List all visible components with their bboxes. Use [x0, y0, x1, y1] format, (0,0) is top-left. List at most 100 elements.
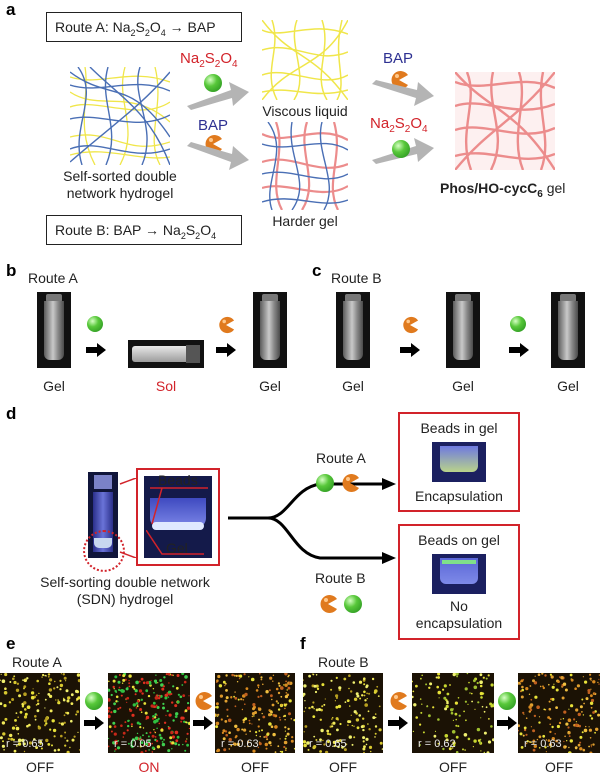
fluorescent-speck: [274, 725, 278, 729]
fluorescent-speck: [418, 744, 421, 746]
fluorescent-speck: [324, 698, 326, 700]
fluorescent-speck: [22, 742, 26, 746]
fluorescent-speck: [17, 733, 20, 735]
fluorescent-speck: [595, 727, 599, 731]
fluorescent-speck: [523, 726, 527, 730]
fluorescent-speck: [66, 699, 70, 703]
fluorescent-speck: [331, 718, 333, 720]
harder-gel-label: Harder gel: [272, 213, 338, 229]
fluorescent-speck: [177, 743, 180, 746]
fluorescent-speck: [550, 746, 552, 748]
fluorescent-speck: [76, 710, 80, 714]
fluorescent-speck: [337, 704, 342, 709]
fluorescent-speck: [315, 739, 318, 741]
fluorescent-speck: [490, 725, 493, 728]
fluorescent-speck: [537, 673, 541, 676]
fluorescent-speck: [303, 740, 307, 744]
fluorescent-speck: [594, 710, 597, 713]
fluorescent-speck: [315, 684, 319, 688]
fluorescent-speck: [139, 726, 142, 729]
fluorescent-speck: [458, 714, 461, 717]
fluorescent-speck: [286, 689, 288, 691]
fluorescent-speck: [577, 743, 581, 747]
fluorescent-speck: [563, 710, 567, 714]
fluorescent-speck: [53, 735, 56, 738]
fluorescent-speck: [122, 736, 125, 738]
fluorescent-speck: [43, 719, 48, 723]
fluorescent-speck: [139, 745, 142, 748]
fluorescent-speck: [134, 736, 139, 741]
fluorescent-speck: [532, 748, 536, 752]
fluorescent-speck: [480, 750, 482, 752]
fluorescent-speck: [184, 749, 187, 752]
fluorescent-speck: [160, 683, 164, 687]
fluorescent-speck: [518, 729, 519, 732]
gel-pointer: [146, 530, 204, 555]
fluorescent-speck: [554, 733, 556, 735]
fluorescent-speck: [588, 745, 590, 748]
fluorescent-speck: [117, 707, 120, 710]
fluorescent-speck: [590, 698, 595, 703]
fluorescent-speck: [270, 710, 273, 714]
fluorescent-speck: [127, 686, 129, 689]
fluorescent-speck: [363, 683, 366, 686]
fluorescent-speck: [368, 692, 371, 695]
fluorescent-speck: [471, 700, 473, 703]
fluorescent-speck: [148, 749, 150, 751]
fluorescent-speck: [159, 679, 163, 682]
fluorescent-speck: [523, 728, 527, 732]
fluorescent-speck: [181, 684, 184, 686]
fluorescent-speck: [284, 749, 287, 751]
fluorescent-speck: [245, 687, 249, 690]
fluorescent-speck: [555, 739, 558, 743]
fluorescent-speck: [154, 736, 157, 738]
fluorescent-speck: [426, 705, 428, 708]
fluorescent-speck: [311, 673, 314, 675]
fluorescent-speck: [352, 681, 356, 684]
fluorescent-speck: [222, 729, 226, 733]
fluorescent-speck: [436, 685, 439, 689]
fluorescent-speck: [313, 684, 317, 688]
fluorescent-speck: [75, 689, 79, 693]
fluorescent-speck: [579, 705, 583, 709]
r-value: r = 0.63: [524, 738, 562, 750]
fluorescent-speck: [562, 718, 565, 720]
fluorescent-speck: [562, 682, 567, 686]
state-label: OFF: [241, 759, 269, 775]
fluorescent-speck: [566, 740, 568, 742]
fluorescent-speck: [108, 709, 110, 713]
fluorescent-speck: [448, 747, 452, 751]
fluorescent-speck: [126, 729, 129, 732]
fluorescent-speck: [274, 714, 278, 718]
fluorescent-speck: [140, 711, 143, 713]
fluorescent-speck: [442, 747, 445, 751]
fluorescent-speck: [217, 674, 221, 679]
fluorescent-speck: [244, 717, 248, 721]
fluorescent-speck: [115, 691, 118, 693]
arrow-down-right-icon: [372, 80, 434, 106]
fluorescent-speck: [288, 699, 292, 703]
fluorescent-speck: [598, 678, 600, 680]
fluorescent-speck: [564, 745, 567, 748]
fluorescent-speck: [564, 735, 566, 738]
fluorescent-speck: [261, 712, 263, 715]
fluorescent-speck: [577, 712, 581, 717]
fluorescent-speck: [23, 715, 28, 719]
fluorescent-speck: [71, 738, 75, 742]
fluorescent-speck: [590, 706, 593, 709]
fluorescent-speck: [44, 707, 46, 709]
fluorescent-speck: [344, 701, 347, 703]
fluorescent-speck: [415, 716, 418, 719]
fluorescent-speck: [378, 705, 381, 708]
fluorescent-speck: [492, 703, 494, 706]
fluorescent-speck: [452, 673, 456, 677]
fluorescent-speck: [225, 674, 228, 677]
fluorescent-speck: [70, 702, 74, 705]
fluorescent-speck: [73, 735, 76, 738]
fluorescent-speck: [348, 720, 352, 723]
fluorescent-speck: [162, 706, 165, 710]
fluorescent-speck: [108, 737, 110, 740]
fluorescent-speck: [549, 730, 552, 734]
fluorescent-speck: [122, 678, 126, 682]
fluorescent-speck: [215, 702, 219, 706]
